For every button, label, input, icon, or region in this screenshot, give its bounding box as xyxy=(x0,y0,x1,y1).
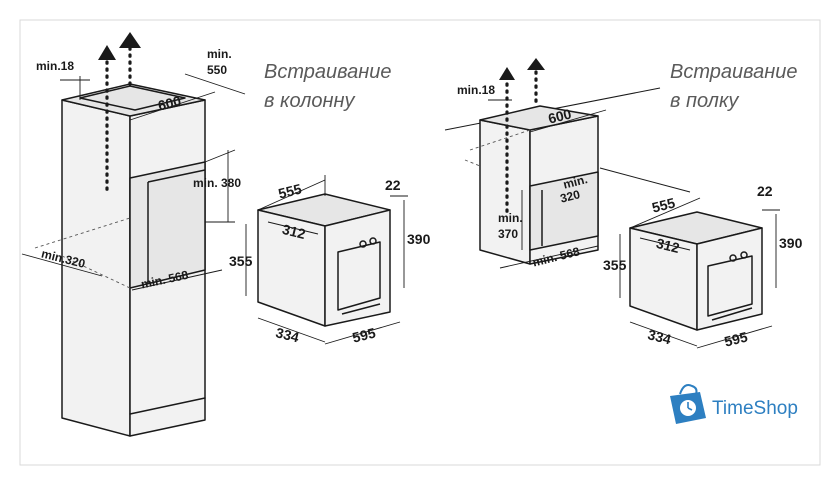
right-label-595: 595 xyxy=(723,328,750,349)
wall-line-2 xyxy=(599,167,691,193)
left-oven-knob-2 xyxy=(369,237,377,245)
dim-line-312 xyxy=(267,221,319,235)
shelf-depth-dashed-2 xyxy=(464,159,481,167)
label-600: 600 xyxy=(156,92,183,113)
left-oven-knob-1 xyxy=(359,240,367,248)
right-label-22: 22 xyxy=(757,183,773,199)
shelf-side-panel xyxy=(479,119,531,265)
label-22: 22 xyxy=(385,177,401,193)
dim-line-min320 xyxy=(21,253,103,277)
right-oven-front xyxy=(696,227,763,331)
left-oven-handle xyxy=(341,303,381,315)
label-390: 390 xyxy=(407,231,431,247)
shelf-airflow-arrow-icon-2 xyxy=(527,58,545,70)
column-vent-slot xyxy=(79,85,186,111)
label-min550-b: 550 xyxy=(207,63,227,77)
airflow-arrow-icon-2 xyxy=(119,32,141,48)
shelf-cabinet: min.18 600 min. 320 min. 370 min. 568 Вс… xyxy=(444,58,798,270)
shelf-dim-line-min568 xyxy=(499,245,599,269)
niche-depth-dashed xyxy=(34,217,131,249)
label-334: 334 xyxy=(274,324,301,345)
right-label-555: 555 xyxy=(650,194,677,215)
shelf-top xyxy=(479,105,599,131)
right-label-312: 312 xyxy=(655,235,682,256)
shelf-label-600: 600 xyxy=(546,105,573,126)
label-312: 312 xyxy=(281,221,308,242)
left-oven: 555 22 312 390 355 334 595 xyxy=(229,175,431,346)
shelf-label-min18: min.18 xyxy=(457,83,495,97)
title-column-line2: в колонну xyxy=(264,90,356,112)
shelf-depth-dashed xyxy=(469,129,531,151)
page-frame xyxy=(19,19,821,466)
right-dim-line-595 xyxy=(696,325,773,349)
title-shelf-line1: Встраивание xyxy=(670,61,798,83)
timeshop-logo: TimeShop xyxy=(670,384,798,424)
right-oven-knob-1 xyxy=(729,254,737,262)
right-oven-knob-2 xyxy=(740,251,748,259)
title-shelf-line2: в полку xyxy=(670,90,739,112)
column-cabinet: min.18 min. 550 600 min. 380 min.320 min… xyxy=(21,32,392,437)
shopping-bag-clock-icon xyxy=(670,384,706,424)
dim-line-334 xyxy=(257,317,326,343)
label-min550-a: min. xyxy=(207,47,232,61)
dim-line-595 xyxy=(324,321,401,345)
airflow-arrow-icon xyxy=(98,45,116,60)
shelf-dim-line-600 xyxy=(529,109,607,133)
niche-depth-dashed-2 xyxy=(61,255,131,289)
right-oven-door-window xyxy=(707,255,753,317)
shelf-label-min370-b: 370 xyxy=(498,227,518,241)
right-label-355: 355 xyxy=(603,257,627,273)
title-column-line1: Встраивание xyxy=(264,61,392,83)
dim-line-min568 xyxy=(131,269,223,291)
label-min18: min.18 xyxy=(36,59,74,73)
column-plinth xyxy=(129,397,206,415)
shelf-airflow-arrow-icon xyxy=(499,67,515,80)
right-dim-line-312 xyxy=(639,237,691,251)
right-oven-handle xyxy=(711,307,753,321)
niche-top-edge xyxy=(147,169,206,183)
label-355: 355 xyxy=(229,253,253,269)
dim-line-min550 xyxy=(184,73,246,95)
right-dim-line-555 xyxy=(629,197,701,229)
dim-line-600 xyxy=(129,91,216,121)
label-min380: min. 380 xyxy=(193,176,241,190)
right-oven: 555 22 312 390 355 334 595 xyxy=(603,183,803,350)
shelf-label-min370-a: min. xyxy=(498,211,523,225)
shelf-niche xyxy=(529,171,599,251)
dim-line-555 xyxy=(257,179,326,211)
shelf-label-min320-b: 320 xyxy=(559,187,582,206)
label-595: 595 xyxy=(351,324,378,345)
right-dim-line-334 xyxy=(629,321,698,347)
left-oven-front xyxy=(324,209,391,327)
right-label-390: 390 xyxy=(779,235,803,251)
shelf-label-min320-a: min. xyxy=(562,172,589,192)
label-555: 555 xyxy=(277,180,304,201)
dim-ext-min380-top xyxy=(204,149,236,163)
right-label-334: 334 xyxy=(646,326,673,347)
brand-name: TimeShop xyxy=(712,398,798,419)
